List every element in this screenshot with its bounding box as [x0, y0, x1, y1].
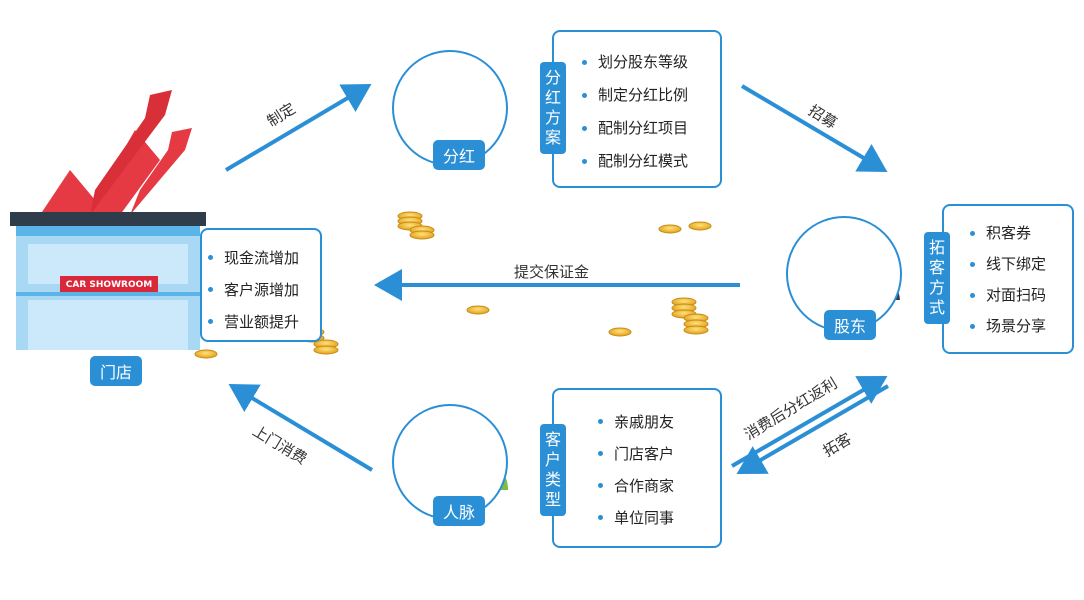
customer-type-item: 门店客户	[592, 438, 720, 470]
expansion-item: 场景分享	[964, 311, 1072, 342]
expansion-item: 线下绑定	[964, 249, 1072, 280]
expansion-item: 对面扫码	[964, 280, 1072, 311]
dividend-item: 配制分红模式	[576, 145, 720, 178]
expansion-item: 积客券	[964, 218, 1072, 249]
arrow-visit	[228, 383, 374, 472]
arrow-formulate	[224, 83, 372, 172]
benefit-item: 现金流增加	[202, 242, 320, 274]
dividend-label: 分红	[433, 140, 486, 170]
benefit-item: 营业额提升	[202, 306, 320, 338]
dividend-item: 制定分红比例	[576, 79, 720, 112]
arrow-expand	[736, 384, 890, 475]
store-sign: CAR SHOWROOM	[65, 280, 153, 290]
shareholder-circle	[786, 216, 902, 332]
customer-types-card: 亲戚朋友 门店客户 合作商家 单位同事	[552, 388, 722, 548]
arrow-label-deposit: 提交保证金	[514, 263, 590, 281]
dividend-scheme-tag: 分红方案	[540, 62, 566, 154]
benefit-item: 客户源增加	[202, 274, 320, 306]
expansion-methods-card: 积客券 线下绑定 对面扫码 场景分享	[942, 204, 1074, 354]
dividend-item: 划分股东等级	[576, 46, 720, 79]
shareholder-label: 股东	[824, 310, 877, 340]
customer-type-item: 单位同事	[592, 502, 720, 534]
dividend-item: 配制分红项目	[576, 112, 720, 145]
customer-type-item: 合作商家	[592, 470, 720, 502]
store-benefits-card: 现金流增加 客户源增加 营业额提升	[200, 228, 322, 342]
arrow-recruit	[740, 84, 888, 173]
network-label: 人脉	[433, 496, 486, 526]
store-label: 门店	[90, 356, 143, 386]
customer-types-tag: 客户类型	[540, 424, 566, 516]
store-building-icon	[10, 90, 206, 350]
expansion-methods-tag: 拓客方式	[924, 232, 950, 324]
customer-type-item: 亲戚朋友	[592, 406, 720, 438]
dividend-scheme-card: 划分股东等级 制定分红比例 配制分红项目 配制分红模式	[552, 30, 722, 188]
